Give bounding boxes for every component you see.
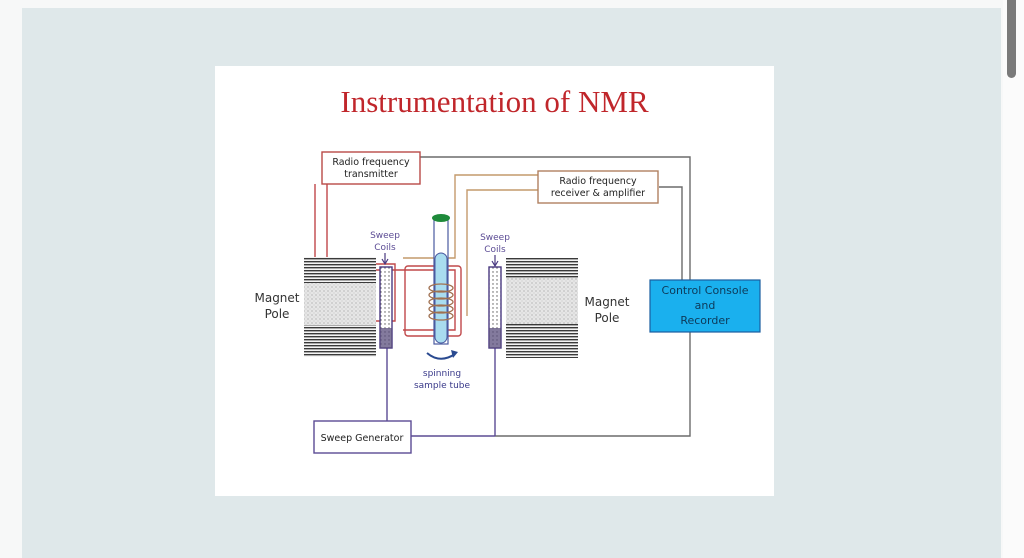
arrow-down-icon: [381, 253, 389, 266]
magnet-pole-left: [304, 257, 376, 357]
rf-receiver-wire: [403, 174, 538, 316]
sweep-coils-left-label-1: Sweep: [370, 231, 400, 241]
magnet-pole-right-label-2: Pole: [595, 311, 620, 325]
sweep-generator-label: Sweep Generator: [321, 433, 404, 444]
slide: Instrumentation of NMR Radio frequency: [215, 66, 774, 496]
rf-transmitter-label-1: Radio frequency: [332, 157, 410, 168]
control-console-box: Control Console and Recorder: [649, 279, 761, 333]
magnet-pole-left-label-1: Magnet: [254, 291, 299, 305]
magnet-pole-right: [506, 258, 578, 358]
scrollbar-track[interactable]: [1003, 0, 1024, 558]
sweep-coils-left-label-2: Coils: [374, 243, 396, 253]
sweep-generator-box: Sweep Generator: [313, 420, 412, 454]
spinning-tube-label-2: sample tube: [414, 381, 471, 391]
slide-title: Instrumentation of NMR: [340, 84, 649, 119]
arrow-down-icon: [491, 255, 499, 268]
rotation-arrow-icon: [426, 352, 456, 360]
rotation-arrowhead-icon: [451, 350, 458, 358]
control-console-label-1: Control Console: [662, 284, 749, 297]
rf-transmitter-label-2: transmitter: [344, 169, 398, 180]
sweep-coil-left: [379, 266, 393, 349]
control-console-label-2: and: [695, 299, 716, 312]
rf-coil: [428, 283, 454, 321]
rf-receiver-label-2: receiver & amplifier: [551, 188, 645, 199]
magnet-pole-left-label: Magnet Pole: [254, 291, 299, 321]
nmr-diagram: Radio frequency transmitter Radio freque…: [254, 151, 761, 454]
sweep-coils-right-label: Sweep Coils: [480, 233, 510, 268]
spinning-tube-label-1: spinning: [423, 369, 461, 379]
sweep-coils-left-label: Sweep Coils: [370, 231, 400, 266]
magnet-pole-right-label: Magnet Pole: [584, 295, 629, 325]
rf-receiver-label-1: Radio frequency: [559, 176, 637, 187]
sweep-coils-right-label-1: Sweep: [480, 233, 510, 243]
rf-receiver-box: Radio frequency receiver & amplifier: [537, 170, 659, 204]
tube-cap: [432, 214, 450, 222]
control-console-label-3: Recorder: [680, 314, 730, 327]
sample-tube: [432, 214, 450, 345]
magnet-pole-right-label-1: Magnet: [584, 295, 629, 309]
sweep-coil-right: [488, 266, 502, 349]
magnet-pole-left-label-2: Pole: [265, 307, 290, 321]
sweep-coils-right-label-2: Coils: [484, 245, 506, 255]
rf-transmitter-box: Radio frequency transmitter: [321, 151, 421, 185]
scrollbar-thumb[interactable]: [1007, 0, 1016, 78]
